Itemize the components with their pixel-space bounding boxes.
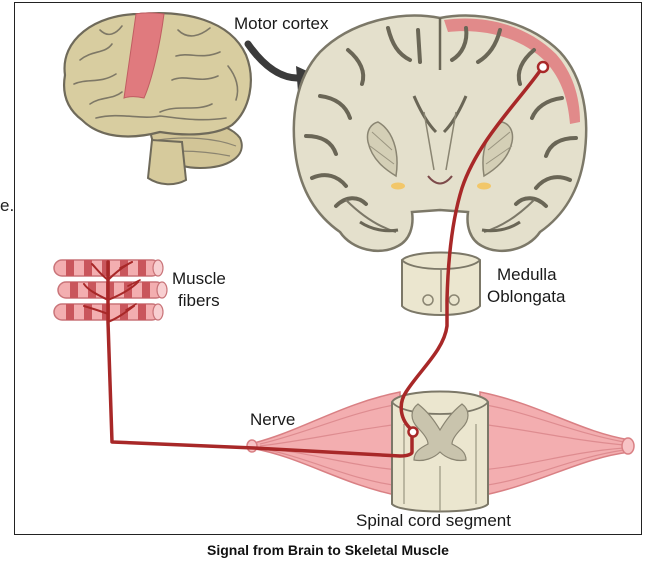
label-nerve: Nerve	[250, 410, 296, 429]
label-fibers: fibers	[178, 291, 220, 310]
grey-matter	[411, 403, 469, 462]
corpus-striatum-left	[366, 121, 398, 178]
coronal-outline	[292, 14, 588, 253]
upper-motor-neuron	[399, 66, 544, 432]
muscle-fibers	[53, 259, 168, 321]
motor-cortex-strip	[123, 12, 165, 99]
coronal-section	[292, 14, 588, 253]
spinal-cord-segment	[391, 390, 489, 513]
cerebrum	[63, 12, 252, 138]
coronal-sulci	[304, 26, 578, 208]
spinal-neuron-body	[407, 426, 419, 438]
nerve-branches	[83, 261, 139, 323]
cord-lines	[403, 424, 477, 512]
label-motor-cortex: Motor cortex	[234, 14, 329, 33]
label-spinal-cord-segment: Spinal cord segment	[356, 511, 511, 530]
coronal-motor-strip	[444, 18, 580, 125]
cortex-neuron-body	[536, 60, 550, 74]
brainstem	[146, 138, 188, 186]
lower-motor-neuron	[106, 260, 414, 458]
stray-text-fragment: e.	[0, 196, 15, 215]
muscle-fiber	[57, 281, 168, 299]
side-brain	[63, 12, 252, 186]
signal-pathway	[83, 66, 544, 458]
label-medulla: Medulla	[497, 265, 557, 284]
label-muscle: Muscle	[172, 269, 226, 288]
brain-sulci	[73, 25, 239, 121]
medulla-oblongata	[401, 251, 481, 316]
figure-caption: Signal from Brain to Skeletal Muscle	[207, 542, 449, 558]
label-oblongata: Oblongata	[487, 287, 566, 306]
